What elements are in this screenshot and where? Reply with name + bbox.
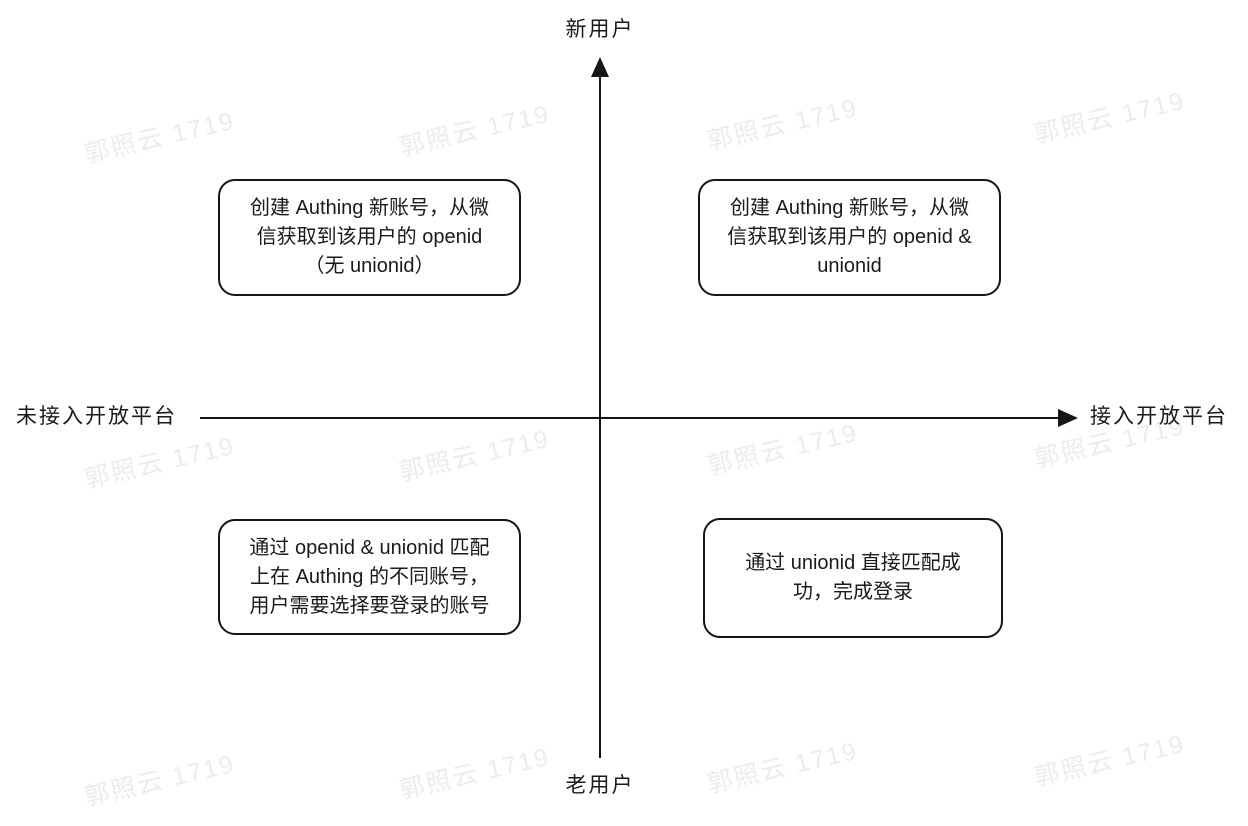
quadrant-box-bottom-right: 通过 unionid 直接匹配成 功，完成登录 bbox=[703, 518, 1003, 638]
right-arrow-icon bbox=[1058, 409, 1078, 427]
quadrant-text-top-right: 创建 Authing 新账号，从微 信获取到该用户的 openid & unio… bbox=[727, 197, 972, 277]
axis-label-new-user: 新用户 bbox=[565, 18, 635, 41]
quadrant-text-top-left: 创建 Authing 新账号，从微 信获取到该用户的 openid （无 uni… bbox=[250, 197, 489, 277]
watermark-text: 郭照云 1719 bbox=[1031, 86, 1188, 149]
watermark-text: 郭照云 1719 bbox=[396, 424, 553, 487]
quadrant-box-top-right: 创建 Authing 新账号，从微 信获取到该用户的 openid & unio… bbox=[698, 179, 1001, 296]
watermark-text: 郭照云 1719 bbox=[396, 99, 553, 162]
quadrant-box-bottom-left: 通过 openid & unionid 匹配 上在 Authing 的不同账号，… bbox=[218, 519, 521, 635]
quadrant-box-top-left: 创建 Authing 新账号，从微 信获取到该用户的 openid （无 uni… bbox=[218, 179, 521, 296]
watermark-text: 郭照云 1719 bbox=[81, 106, 238, 169]
watermark-text: 郭照云 1719 bbox=[81, 431, 238, 494]
horizontal-axis-line bbox=[200, 417, 1060, 419]
vertical-axis-line bbox=[599, 72, 601, 758]
watermark-text: 郭照云 1719 bbox=[704, 93, 861, 156]
watermark-text: 郭照云 1719 bbox=[704, 736, 861, 799]
quadrant-text-bottom-right: 通过 unionid 直接匹配成 功，完成登录 bbox=[745, 552, 961, 603]
watermark-text: 郭照云 1719 bbox=[396, 742, 553, 805]
up-arrow-icon bbox=[591, 57, 609, 77]
axis-label-not-connected: 未接入开放平台 bbox=[16, 405, 177, 428]
watermark-text: 郭照云 1719 bbox=[1031, 729, 1188, 792]
watermark-text: 郭照云 1719 bbox=[81, 749, 238, 812]
watermark-text: 郭照云 1719 bbox=[704, 418, 861, 481]
axis-label-old-user: 老用户 bbox=[565, 774, 635, 797]
axis-label-connected: 接入开放平台 bbox=[1090, 405, 1228, 428]
quadrant-text-bottom-left: 通过 openid & unionid 匹配 上在 Authing 的不同账号，… bbox=[249, 536, 490, 617]
